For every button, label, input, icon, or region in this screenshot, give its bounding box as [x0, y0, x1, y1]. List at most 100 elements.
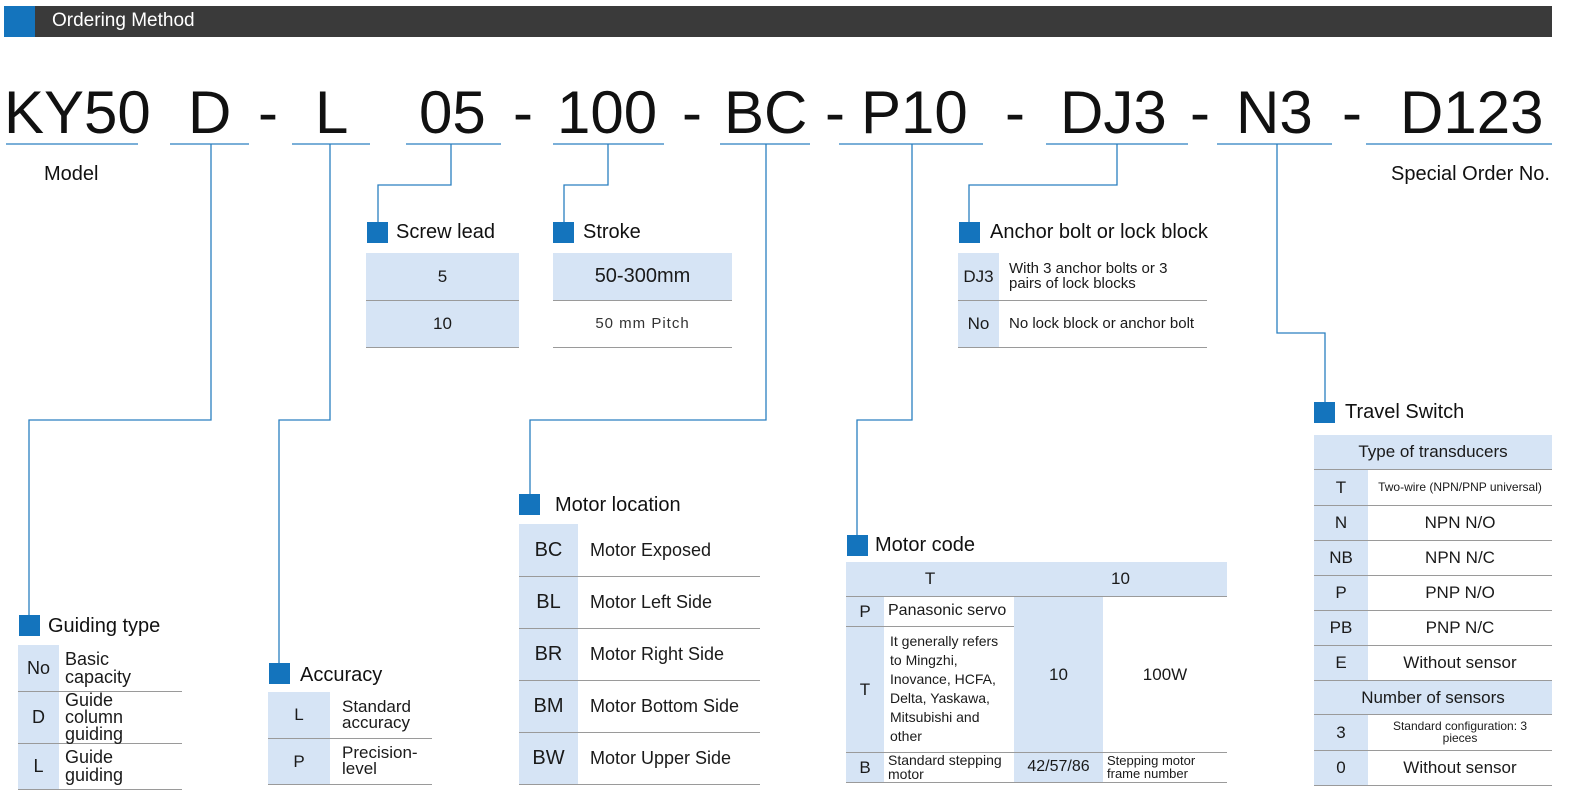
- screw-lead-table: 5 10: [366, 253, 519, 348]
- switch-type-desc: Without sensor: [1368, 645, 1552, 681]
- switch-type-desc: PNP N/O: [1368, 575, 1552, 611]
- switch-type-code: NB: [1314, 540, 1368, 576]
- guiding-type-title: Guiding type: [48, 615, 161, 637]
- connector-motorcode: [856, 144, 913, 535]
- guiding-desc: Guide column guiding: [59, 690, 182, 744]
- header-accent-square: [4, 6, 35, 37]
- motor-location-desc: Motor Right Side: [578, 628, 760, 681]
- sensor-count-desc: Standard configuration: 3 pieces: [1368, 714, 1552, 751]
- code-stroke: 100: [557, 79, 658, 146]
- connector-lead: [377, 144, 452, 222]
- table-row: P Panasonic servo 10 100W: [846, 596, 1227, 753]
- table-row: B Standard stepping motor 42/57/86 Stepp…: [846, 752, 1227, 783]
- switch-type-code: PB: [1314, 610, 1368, 646]
- motor-brand-code: B: [846, 752, 884, 783]
- sensor-count-code: 3: [1314, 714, 1368, 751]
- motor-power-desc: 100W: [1103, 596, 1227, 753]
- screw-lead-option: 5: [366, 253, 519, 301]
- guiding-desc: Guide guiding: [59, 743, 182, 790]
- anchor-code: DJ3: [958, 253, 999, 301]
- table-row: 10: [366, 300, 519, 348]
- connector-switch: [1276, 144, 1326, 402]
- sensor-count-desc: Without sensor: [1368, 750, 1552, 786]
- switch-type-code: T: [1314, 469, 1368, 506]
- section-marker: [959, 222, 980, 243]
- code-special: D123: [1400, 79, 1544, 146]
- section-marker: [269, 663, 290, 684]
- anchor-desc: With 3 anchor bolts or 3 pairs of lock b…: [999, 253, 1207, 301]
- motor-location-desc: Motor Exposed: [578, 524, 760, 577]
- guiding-code: No: [18, 645, 59, 692]
- screw-lead-option: 10: [366, 300, 519, 348]
- guiding-desc: Basic capacity: [59, 645, 182, 692]
- table-row: T 10: [846, 562, 1227, 597]
- code-motorcode: P10: [861, 79, 968, 146]
- section-marker: [553, 222, 574, 243]
- motor-location-desc: Motor Left Side: [578, 576, 760, 629]
- table-row: Number of sensors: [1314, 680, 1552, 715]
- section-marker: [367, 222, 388, 243]
- motor-location-title: Motor location: [555, 494, 681, 516]
- section-marker: [519, 494, 540, 515]
- anchor-title: Anchor bolt or lock block: [990, 221, 1208, 243]
- stroke-table: 50-300mm 50 mm Pitch: [553, 253, 732, 348]
- motor-brand-code: T: [846, 626, 884, 753]
- code-lead: 05: [419, 79, 486, 146]
- motor-brand-desc: Panasonic servo: [884, 596, 1015, 627]
- connector-anchor: [968, 144, 1118, 222]
- code-accuracy: L: [315, 79, 349, 146]
- code-dash: -: [825, 79, 845, 146]
- accuracy-code: L: [268, 692, 330, 739]
- motor-code-table: T 10 P Panasonic servo 10 100W T It gene…: [846, 562, 1227, 783]
- code-model: KY50: [4, 79, 151, 146]
- header-bar: Ordering Method: [4, 6, 1552, 37]
- table-row: No No lock block or anchor bolt: [958, 300, 1207, 348]
- motor-brand-code: P: [846, 596, 884, 627]
- stroke-pitch: 50 mm Pitch: [553, 300, 732, 348]
- accuracy-desc: Standard accuracy: [330, 692, 432, 739]
- anchor-desc: No lock block or anchor bolt: [999, 300, 1207, 348]
- section-marker: [847, 535, 868, 556]
- code-switch: N3: [1236, 79, 1313, 146]
- section-marker: [1314, 402, 1335, 423]
- code-guiding: D: [188, 79, 232, 146]
- accuracy-title: Accuracy: [300, 664, 383, 686]
- sensor-count-code: 0: [1314, 750, 1368, 786]
- switch-type-desc: NPN N/C: [1368, 540, 1552, 576]
- code-dash: -: [1190, 79, 1210, 146]
- motor-location-code: BW: [519, 732, 578, 785]
- table-row: 5: [366, 253, 519, 301]
- connector-stroke: [563, 144, 609, 222]
- caption-special-order: Special Order No.: [1391, 163, 1550, 185]
- motor-code-head-left: T: [846, 562, 1015, 597]
- accuracy-code: P: [268, 738, 330, 785]
- motor-brand-desc: Standard stepping motor: [884, 752, 1015, 783]
- motor-location-code: BC: [519, 524, 578, 577]
- section-marker: [19, 615, 40, 636]
- table-row: T It generally refers to Mingzhi, Inovan…: [846, 626, 1227, 753]
- switch-type-code: E: [1314, 645, 1368, 681]
- motor-frame-code: 42/57/86: [1014, 752, 1104, 783]
- screw-lead-title: Screw lead: [396, 221, 495, 243]
- switch-type-desc: Two-wire (NPN/PNP universal): [1368, 469, 1552, 506]
- switch-type-desc: NPN N/O: [1368, 505, 1552, 541]
- code-motorloc: BC: [724, 79, 808, 146]
- travel-switch-title: Travel Switch: [1345, 401, 1465, 423]
